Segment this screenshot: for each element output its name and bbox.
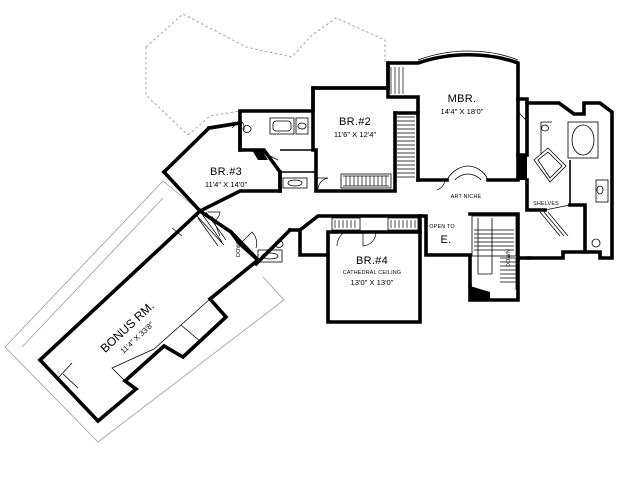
interior-walls <box>197 61 587 260</box>
br4-label: BR.#4 <box>356 255 388 267</box>
mbr-dims: 14'4" X 18'0" <box>441 107 484 116</box>
stair-down-label: DOWN <box>506 249 512 267</box>
mbr-label: MBR. <box>448 93 477 105</box>
br4-dims: 13'0" X 13'0" <box>351 278 394 287</box>
roof-outline <box>4 13 386 443</box>
stair-down-small-label: DOWN <box>236 239 242 257</box>
br3-dims: 11'4" X 14'0" <box>205 180 248 189</box>
art-niche-label: ART NICHE <box>451 194 482 200</box>
br2-dims: 11'6" X 12'4" <box>334 130 377 139</box>
fixtures <box>195 50 609 300</box>
br4-note: CATHEDRAL CEILING <box>343 270 402 276</box>
open-to-e-label: E. <box>441 234 452 246</box>
bonus-room <box>37 208 261 424</box>
shelves-label: SHELVES <box>533 201 559 207</box>
br3-label: BR.#3 <box>210 166 242 178</box>
br2-label: BR.#2 <box>339 116 371 128</box>
open-to-label: OPEN TO <box>429 224 454 230</box>
